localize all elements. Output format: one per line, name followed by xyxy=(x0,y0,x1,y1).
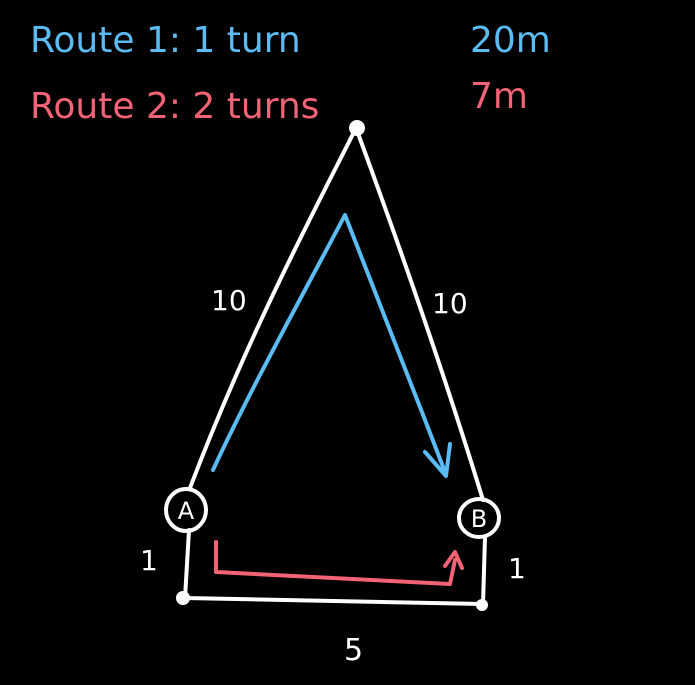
right-short-length: 1 xyxy=(508,552,526,585)
right-slant-edge xyxy=(354,126,485,502)
bottom-right-dot xyxy=(476,599,488,611)
route2-path xyxy=(214,540,457,586)
left-slant-edge xyxy=(188,126,358,490)
left-short-length: 1 xyxy=(140,544,158,577)
route2-arrowhead xyxy=(443,550,464,570)
right-slant-length: 10 xyxy=(432,287,468,320)
route1-distance: 20m xyxy=(470,20,551,61)
right-short-edge xyxy=(481,535,487,606)
bottom-edge xyxy=(183,596,485,606)
top-vertex-dot xyxy=(349,120,365,136)
left-short-edge xyxy=(183,528,191,600)
route2-distance: 7m xyxy=(470,76,528,117)
point-a-label: A xyxy=(178,497,195,525)
route1-path xyxy=(211,213,447,474)
point-b-circle xyxy=(457,497,501,539)
point-a-circle xyxy=(164,487,208,533)
left-slant-length: 10 xyxy=(211,284,247,317)
point-b-label: B xyxy=(471,505,487,533)
route1-label: Route 1: 1 turn xyxy=(30,20,301,61)
bottom-left-dot xyxy=(176,591,190,605)
route1-arrowhead xyxy=(423,442,452,478)
route2-label: Route 2: 2 turns xyxy=(30,86,319,127)
bottom-length: 5 xyxy=(344,633,363,668)
